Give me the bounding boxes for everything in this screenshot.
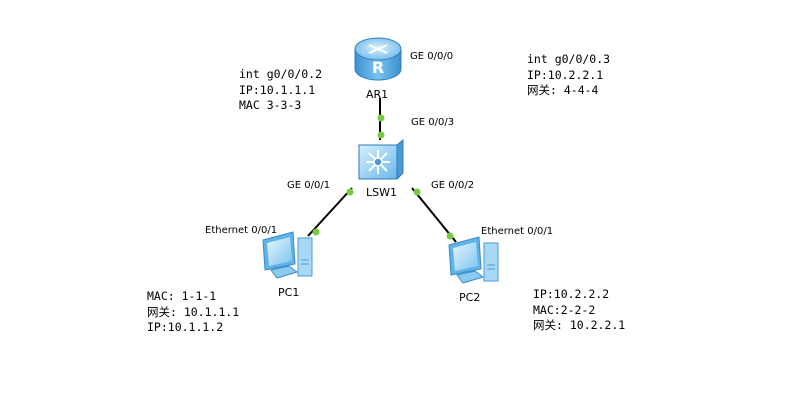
port-dot-pc2-eth xyxy=(446,232,454,240)
port-dot-pc1-eth xyxy=(312,228,320,236)
note-line: MAC:2-2-2 xyxy=(533,302,596,317)
pc1-name: PC1 xyxy=(278,286,300,299)
note-pc1-config: MAC: 1-1-1 网关: 10.1.1.1 IP:10.1.1.2 xyxy=(147,289,239,336)
link-lsw1-pc1 xyxy=(307,187,353,237)
port-label-lsw1-g001: GE 0/0/1 xyxy=(287,180,331,191)
port-label-lsw1-g002: GE 0/0/2 xyxy=(431,180,475,191)
note-line: MAC 3-3-3 xyxy=(239,98,302,112)
note-line: 网关: 10.1.1.1 xyxy=(147,304,240,319)
pc-icon[interactable] xyxy=(445,235,503,287)
pc2-name: PC2 xyxy=(459,291,481,304)
port-label-lsw1-g003: GE 0/0/3 xyxy=(411,117,455,128)
note-subinterface-3: int g0/0/0.3 IP:10.2.2.1 网关: 4-4-4 xyxy=(527,52,610,99)
note-line: IP:10.1.1.2 xyxy=(147,320,224,334)
port-dot-lsw1-g003 xyxy=(377,131,385,139)
note-line: MAC: 1-1-1 xyxy=(147,289,217,303)
port-dot-lsw1-g001 xyxy=(346,188,354,196)
note-line: IP:10.1.1.1 xyxy=(239,82,316,97)
svg-text:R: R xyxy=(372,58,384,77)
switch-icon[interactable] xyxy=(357,138,405,181)
note-subinterface-2: int g0/0/0.2 IP:10.1.1.1 MAC 3-3-3 xyxy=(239,67,322,114)
port-label-pc2-eth: Ethernet 0/0/1 xyxy=(481,226,554,237)
note-line: 网关: 10.2.2.1 xyxy=(533,318,626,332)
port-label-ar1-g000: GE 0/0/0 xyxy=(410,51,454,62)
switch-name: LSW1 xyxy=(366,186,397,199)
port-dot-ar1-g000 xyxy=(377,114,385,122)
port-dot-lsw1-g002 xyxy=(413,188,421,196)
pc-icon[interactable] xyxy=(259,230,317,282)
note-line: IP:10.2.2.1 xyxy=(527,67,604,82)
note-line: 网关: 4-4-4 xyxy=(527,83,599,97)
router-name: AR1 xyxy=(366,88,389,101)
port-label-pc1-eth: Ethernet 0/0/1 xyxy=(205,225,278,236)
note-line: IP:10.2.2.2 xyxy=(533,287,610,301)
router-icon[interactable]: R xyxy=(353,35,403,83)
note-line: int g0/0/0.3 xyxy=(527,52,611,66)
note-line: int g0/0/0.2 xyxy=(239,67,323,81)
note-pc2-config: IP:10.2.2.2 MAC:2-2-2 网关: 10.2.2.1 xyxy=(533,287,625,334)
